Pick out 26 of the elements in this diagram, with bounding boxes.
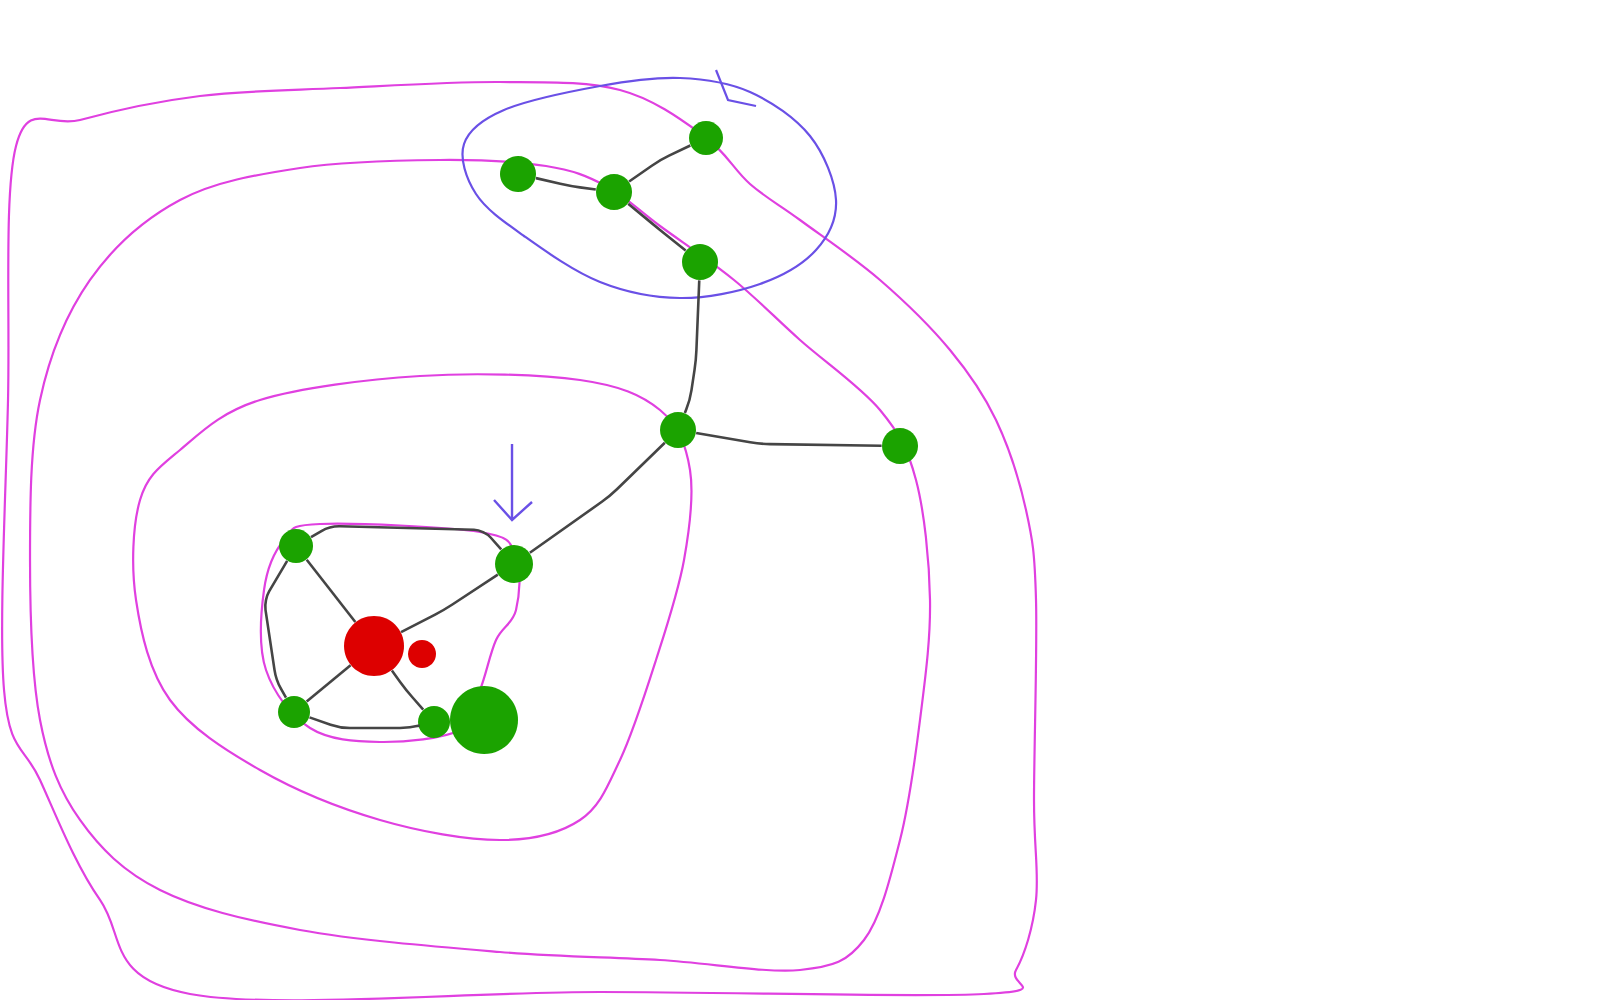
connector-line: [529, 441, 666, 554]
node-dot: [682, 244, 718, 280]
connector-line: [535, 176, 596, 191]
connector-line: [390, 669, 425, 711]
connector-line: [695, 431, 882, 447]
node-dot: [495, 545, 533, 583]
connector-line: [305, 558, 357, 623]
node-dot: [450, 686, 518, 754]
connector-line: [628, 144, 691, 183]
connector-line: [310, 524, 503, 551]
connector-line: [683, 280, 701, 414]
node-dot: [882, 428, 918, 464]
node-dot: [278, 696, 310, 728]
node-dot: [418, 706, 450, 738]
connector-line: [305, 664, 352, 703]
node-dot: [689, 121, 723, 155]
node-dot: [408, 640, 436, 668]
node-dot: [596, 174, 632, 210]
node-dot: [500, 156, 536, 192]
node-dot: [660, 412, 696, 448]
connector-line: [400, 573, 499, 634]
node-dot: [344, 616, 404, 676]
connector-line: [264, 560, 289, 699]
connector-line: [309, 716, 422, 730]
connector-line: [627, 202, 687, 252]
node-dot: [279, 529, 313, 563]
